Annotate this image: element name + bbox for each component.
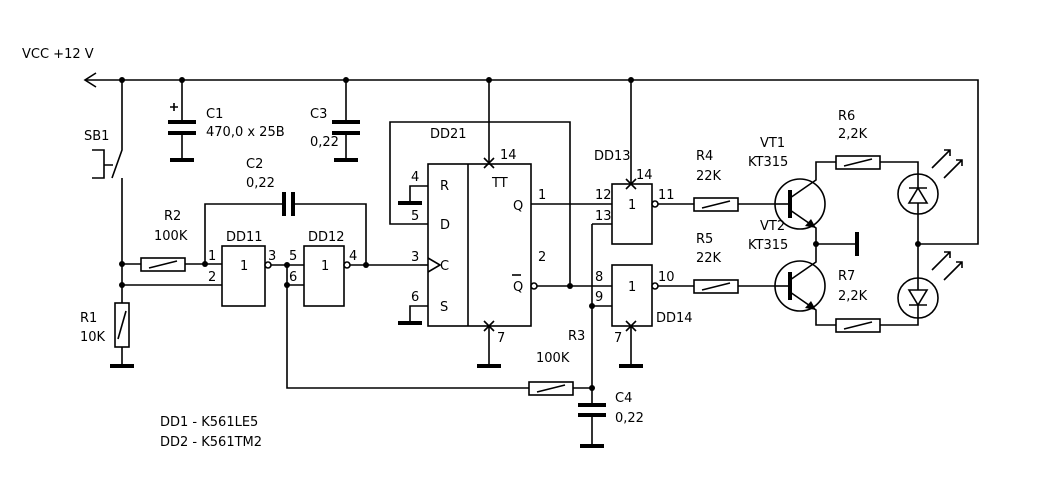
dd12-ref: DD12: [308, 230, 345, 245]
resistor-r7: [835, 318, 919, 333]
dd21-pin1: 1: [538, 188, 546, 203]
supply-label: VCC +12 V: [22, 47, 94, 62]
r3-ref: R3: [568, 329, 585, 344]
r2-value: 100K: [154, 229, 188, 244]
gate-dd13: [592, 80, 694, 245]
c1-value: 470,0 x 25B: [206, 125, 285, 140]
dd14-symbol: 1: [628, 280, 636, 295]
r5-ref: R5: [696, 232, 713, 247]
capacitor-c4: [578, 224, 606, 448]
r5-value: 22K: [696, 251, 722, 266]
dd11-pin1: 1: [208, 249, 216, 264]
r3-value: 100K: [536, 351, 570, 366]
gate-dd12: [286, 245, 420, 307]
flipflop-dd21: [389, 80, 612, 368]
r6-value: 2,2K: [838, 127, 868, 142]
dd21-pin4: 4: [411, 170, 419, 185]
note-dd1: DD1 - K561LE5: [160, 415, 258, 430]
led-upper: [897, 149, 963, 244]
dd14-pin10: 10: [658, 270, 675, 285]
dd21-in-c: C: [440, 259, 449, 274]
resistor-r2: [122, 257, 222, 272]
gate-dd14: [592, 264, 694, 368]
dd21-pin5: 5: [411, 209, 419, 224]
dd12-pin6: 6: [289, 270, 297, 285]
sb1-label: SB1: [84, 129, 109, 144]
switch-sb1: [92, 80, 123, 264]
dd14-pin9: 9: [595, 290, 603, 305]
dd12-pin4: 4: [349, 249, 357, 264]
vt1-value: KT315: [748, 155, 788, 170]
r4-ref: R4: [696, 149, 713, 164]
c2-value: 0,22: [246, 176, 275, 191]
c1-ref: C1: [206, 107, 223, 122]
r2-ref: R2: [164, 209, 181, 224]
dd21-pin2: 2: [538, 250, 546, 265]
resistor-r5: [693, 279, 776, 294]
supply-rail: [83, 72, 979, 245]
led-lower: [897, 244, 963, 319]
junction-dots: [119, 77, 921, 391]
r7-value: 2,2K: [838, 289, 868, 304]
dd21-pin14: 14: [500, 148, 517, 163]
dd21-pin6: 6: [411, 290, 419, 305]
dd12-pin5: 5: [289, 249, 297, 264]
dd11-ref: DD11: [226, 230, 263, 245]
dd21-type: TT: [491, 176, 508, 191]
r1-ref: R1: [80, 311, 97, 326]
dd13-pin13: 13: [595, 209, 612, 224]
dd21-ref: DD21: [430, 127, 467, 142]
r7-ref: R7: [838, 269, 855, 284]
dd13-pin14: 14: [636, 168, 653, 183]
dd14-pin7: 7: [614, 331, 622, 346]
resistor-r1: [110, 264, 134, 368]
dd21-out-qbar: Q: [513, 280, 523, 295]
r6-ref: R6: [838, 109, 855, 124]
dd14-pin8: 8: [595, 270, 603, 285]
dd21-pin7: 7: [497, 331, 505, 346]
dd11-symbol: 1: [240, 259, 248, 274]
dd11-pin3: 3: [268, 249, 276, 264]
dd13-ref: DD13: [594, 149, 631, 164]
transistor-vt2: [774, 244, 836, 326]
dd11-pin2: 2: [208, 270, 216, 285]
r4-value: 22K: [696, 169, 722, 184]
ground-transistors: [816, 232, 859, 256]
c3-ref: C3: [310, 107, 327, 122]
dd21-in-s: S: [440, 300, 448, 315]
dd13-pin11: 11: [658, 188, 675, 203]
dd13-symbol: 1: [628, 198, 636, 213]
capacitor-c2: [204, 192, 367, 265]
dd21-out-q: Q: [513, 199, 523, 214]
capacitor-c3: [332, 80, 360, 162]
vt2-ref: VT2: [760, 219, 785, 234]
c3-value: 0,22: [310, 135, 339, 150]
dd21-in-d: D: [440, 218, 450, 233]
transistor-vt1: [774, 161, 836, 244]
dd13-pin12: 12: [595, 188, 612, 203]
dd12-symbol: 1: [321, 259, 329, 274]
r1-value: 10K: [80, 330, 106, 345]
vt2-value: KT315: [748, 238, 788, 253]
dd21-pin3: 3: [411, 250, 419, 265]
resistor-r6: [835, 155, 919, 174]
c4-ref: C4: [615, 391, 632, 406]
dd14-ref: DD14: [656, 311, 693, 326]
resistor-r4: [693, 197, 776, 212]
vt1-ref: VT1: [760, 136, 785, 151]
capacitor-c1: [168, 80, 196, 162]
note-dd2: DD2 - K561TM2: [160, 435, 262, 450]
dd21-in-r: R: [440, 179, 449, 194]
resistor-r3: [286, 285, 592, 396]
c4-value: 0,22: [615, 411, 644, 426]
c2-ref: C2: [246, 157, 263, 172]
